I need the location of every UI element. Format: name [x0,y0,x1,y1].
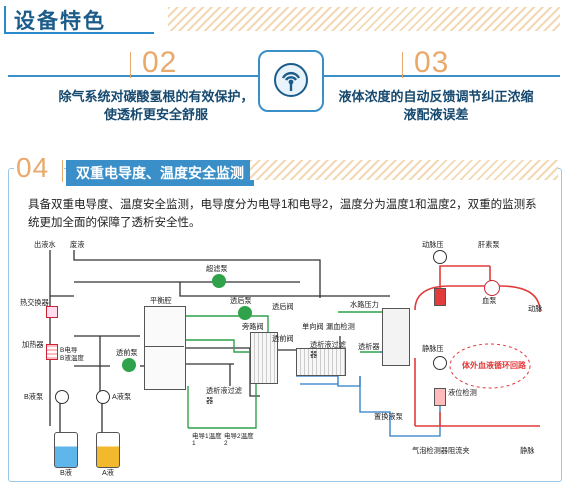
heat-exchanger-icon [46,306,58,318]
label-filter-2: 透析液过滤器 [310,340,346,359]
section-04: 04 双重电导度、温度安全监测 具备双重电导度、温度安全监测，电导度分为电导1和… [0,150,568,484]
label-b-pump: B液泵 [24,392,44,401]
feature-line-right [320,75,560,77]
label-pre-valve: 透前阀 [272,334,294,343]
label-vein: 静脉 [520,446,535,455]
b-liquid-jar [54,432,78,468]
label-post-valve: 透后阀 [272,302,294,311]
label-a-liquid: A液 [102,468,114,477]
filter-1 [250,332,278,384]
a-pump-icon [96,390,110,404]
label-balance-chamber: 平衡腔 [150,296,172,305]
liquid-level-icon [434,388,446,406]
feature-number-02: 02 [142,46,178,79]
label-venous-pressure: 静脉压 [422,344,444,353]
blood-pump-icon [484,280,500,296]
wireless-signal-icon [273,62,309,98]
balance-chamber-divider [144,346,184,347]
label-heparin-pump: 肝素泵 [478,240,500,249]
a-liquid-jar [96,432,120,468]
dialyzer-box [382,308,410,366]
feature-row: 02 03 除气系统对碳酸氢根的有效保护，使透析更安全舒服 液体浓度的自动反馈调… [0,36,568,136]
venous-pressure-gauge [433,356,447,370]
feature-number-03: 03 [414,46,450,79]
label-cond1-temp1: 电导1温度1 [192,433,222,447]
label-bubble-clamp: 气泡检测器阻流夹 [412,446,470,455]
header-bar: 设备特色 [0,0,568,36]
page-title: 设备特色 [14,10,106,33]
title-corner [4,6,6,32]
section-num-bg [14,156,64,182]
degas-pump-icon [122,358,136,372]
label-dialyzer: 透析器 [358,342,380,351]
dialysis-flow-diagram: 出液水 废液 热交换器 加热器 B电导 B液温度 B液泵 A液泵 B液 A液 透… [20,236,560,480]
label-check-valve: 单向阀 [302,322,324,331]
label-ultrafiltration-pump: 超滤泵 [206,264,228,273]
label-a-pump: A液泵 [112,392,132,401]
ultrafiltration-pump-icon [212,274,226,288]
label-degas-pump: 透前泵 [116,348,138,357]
label-blood-pump: 血泵 [482,296,497,305]
center-icon-box [258,50,324,112]
label-leak-detector: 漏血检测 [326,322,355,331]
label-heater: 加热器 [22,340,44,349]
label-b-cond: B电导 [60,347,78,354]
filter-2 [296,348,346,376]
label-b-liquid: B液 [60,468,72,477]
label-liquid-level: 液位检测 [448,388,477,397]
heater-icon [46,344,58,360]
section-description: 具备双重电导度、温度安全监测，电导度分为电导1和电导2，温度分为温度1和温度2，… [28,199,537,229]
title-underline [4,32,154,34]
feature-number-02-divider [130,52,131,78]
balance-chamber [144,306,186,390]
label-cond2-temp2: 电导2温度2 [224,433,254,447]
section-number-divider [62,160,63,182]
b-pump-icon [55,390,69,404]
label-filter-1: 透析液过滤器 [206,386,242,405]
label-artery: 动脉 [528,304,543,313]
header-hatch [168,7,560,31]
section-title: 双重电导度、温度安全监测 [66,160,254,186]
label-b-temp: B液温度 [60,355,84,362]
label-circulation: 体外血液循环回路 [462,361,526,370]
section-number: 04 [16,152,50,183]
feature-text-02: 除气系统对碳酸氢根的有效保护，使透析更安全舒服 [58,89,254,122]
label-bypass-valve: 旁路阀 [242,322,264,331]
label-heat-exchanger: 热交换器 [20,298,49,307]
label-water-pressure: 水路压力 [350,300,379,309]
feature-line-left [8,75,258,77]
label-drain: 出液水 [34,240,56,249]
feature-text-03: 液体浓度的自动反馈调节纠正浓缩液配液误差 [338,89,534,122]
label-arterial-pressure: 动脉压 [422,240,444,249]
post-pump-icon [238,306,252,320]
arterial-chamber-icon [434,288,446,306]
section-hatch [250,160,558,180]
feature-number-03-divider [402,52,403,78]
arterial-pressure-gauge [433,250,447,264]
label-waste: 废液 [70,240,85,249]
label-post-pump: 透后泵 [230,296,252,305]
label-replacement-pump: 置换液泵 [374,412,403,421]
